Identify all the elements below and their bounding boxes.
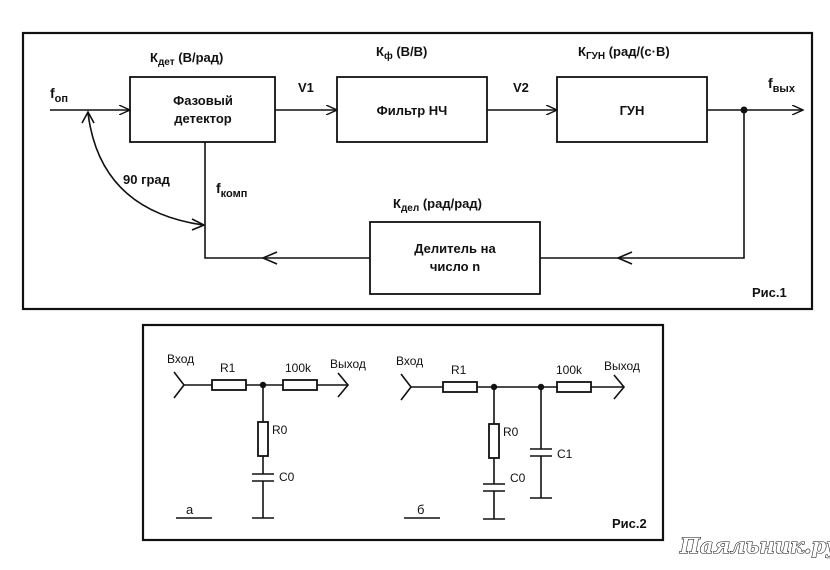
- circuit-b-r-series: [556, 381, 592, 393]
- divider-block: [369, 221, 541, 295]
- circuit-b: Вход R1 100k Выход R0 C0 C1 б: [396, 354, 640, 520]
- circuit-a-r1-label: R1: [220, 361, 236, 375]
- v2-label: V2: [513, 80, 529, 95]
- figure-1: Фазовый детектор Фильтр НЧ ГУН Делитель …: [21, 31, 814, 311]
- circuit-b-output-terminal: [613, 374, 626, 400]
- figure-2-caption: Рис.2: [612, 516, 647, 531]
- circuit-a-r-series-label: 100k: [285, 361, 312, 375]
- circuit-b-output-label: Выход: [604, 359, 640, 373]
- divider-label-2: число n: [430, 259, 480, 274]
- figure-2-frame: [141, 323, 665, 542]
- circuit-b-c0-label: C0: [510, 471, 526, 485]
- circuit-b-r1-label: R1: [451, 363, 467, 377]
- circuit-b-r0-label: R0: [503, 425, 519, 439]
- circuit-b-input-label: Вход: [396, 354, 423, 368]
- feedback-arrow-right: [615, 251, 633, 265]
- k-vco-label: КГУН (рад/(с·В): [578, 44, 670, 62]
- k-f-label: Кф (В/В): [376, 44, 427, 62]
- f-in-label: fоп: [50, 85, 68, 105]
- circuit-b-c1-label: C1: [557, 447, 573, 461]
- figure-2: Вход R1 100k Выход R0 C0 а: [141, 323, 665, 542]
- vco-block: [556, 76, 708, 143]
- circuit-a-r1: [211, 379, 247, 391]
- feedback-line-right: [540, 110, 745, 259]
- angle-label: 90 град: [123, 172, 171, 187]
- lpf-label: Фильтр НЧ: [377, 103, 448, 118]
- circuit-b-r1: [442, 381, 478, 393]
- phase-detector-label-1: Фазовый: [173, 93, 233, 108]
- circuit-a-c0-label: C0: [279, 470, 295, 484]
- phase-angle-arrow-bottom: [191, 218, 206, 231]
- feedback-arrow-left: [260, 251, 278, 265]
- circuit-a-r-series: [282, 379, 318, 391]
- circuit-a-output-label: Выход: [330, 357, 366, 371]
- vco-label: ГУН: [620, 103, 645, 118]
- phase-detector-label-2: детектор: [174, 111, 232, 126]
- divider-label-1: Делитель на: [414, 241, 496, 256]
- circuit-b-tag: б: [417, 502, 424, 517]
- phase-angle-arrow-top: [81, 110, 95, 124]
- circuit-b-r0: [488, 423, 500, 459]
- feedback-line-left: [204, 142, 370, 259]
- circuit-a-input-label: Вход: [167, 352, 194, 366]
- circuit-a-output-terminal: [337, 372, 350, 398]
- phase-detector-block: [129, 76, 276, 143]
- f-out-label: fвых: [768, 75, 796, 95]
- figure-1-caption: Рис.1: [752, 285, 787, 300]
- circuit-a-tag: а: [186, 502, 194, 517]
- circuit-b-r-series-label: 100k: [556, 363, 583, 377]
- phase-angle-arc: [87, 112, 204, 226]
- v1-label: V1: [298, 80, 314, 95]
- circuit-a-r0: [257, 421, 269, 457]
- site-watermark: Паяльник.ру: [679, 533, 830, 558]
- f-comp-label: fкомп: [216, 180, 247, 200]
- circuit-a-r0-label: R0: [272, 423, 288, 437]
- k-det-label: Кдет (В/рад): [150, 50, 223, 68]
- circuit-a: Вход R1 100k Выход R0 C0 а: [167, 352, 366, 519]
- lpf-block: [336, 76, 488, 143]
- k-div-label: Кдел (рад/рад): [393, 196, 482, 214]
